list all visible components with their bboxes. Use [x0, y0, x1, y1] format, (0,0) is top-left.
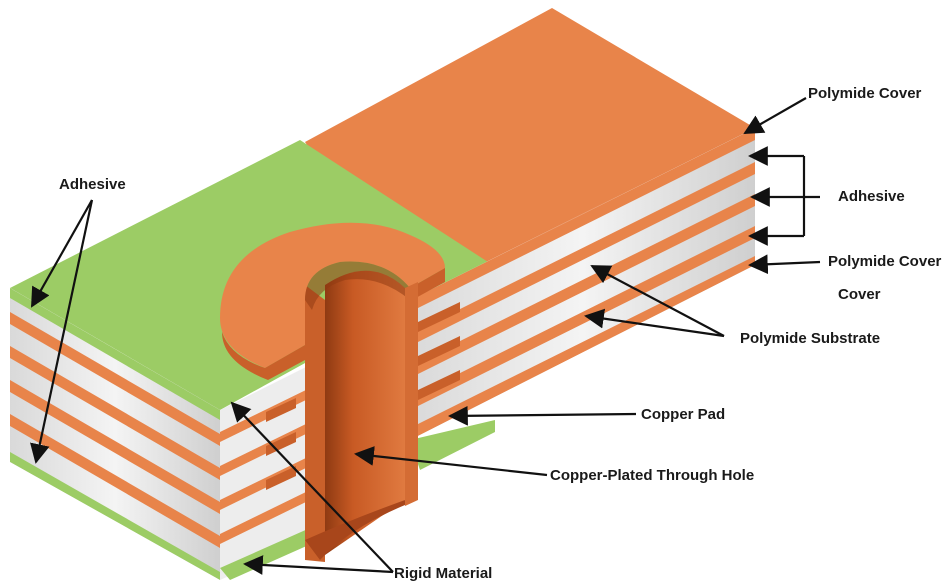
copper-pad-label: Copper Pad [641, 406, 725, 423]
copper-pad-stubs [418, 302, 460, 400]
green-bottom-ledge [410, 420, 495, 470]
adhesive-left-label: Adhesive [59, 176, 126, 193]
adhesive-right-label: Adhesive [838, 188, 905, 205]
polymide-substrate-label: Polymide Substrate [740, 330, 880, 347]
right-layer-stack [410, 128, 755, 440]
polymide-cover-bottom-label: Polymide Cover [828, 253, 942, 270]
leader-lines [30, 97, 821, 575]
through-hole-label: Copper-Plated Through Hole [550, 467, 754, 484]
front-layer-stack [10, 288, 320, 580]
polymide-cover-top-label: Polymide Cover [808, 85, 922, 102]
rigid-material-label: Rigid Material [394, 565, 492, 582]
through-hole [220, 222, 445, 562]
polymide-cover-bottom-label-line2: Cover [838, 286, 881, 303]
